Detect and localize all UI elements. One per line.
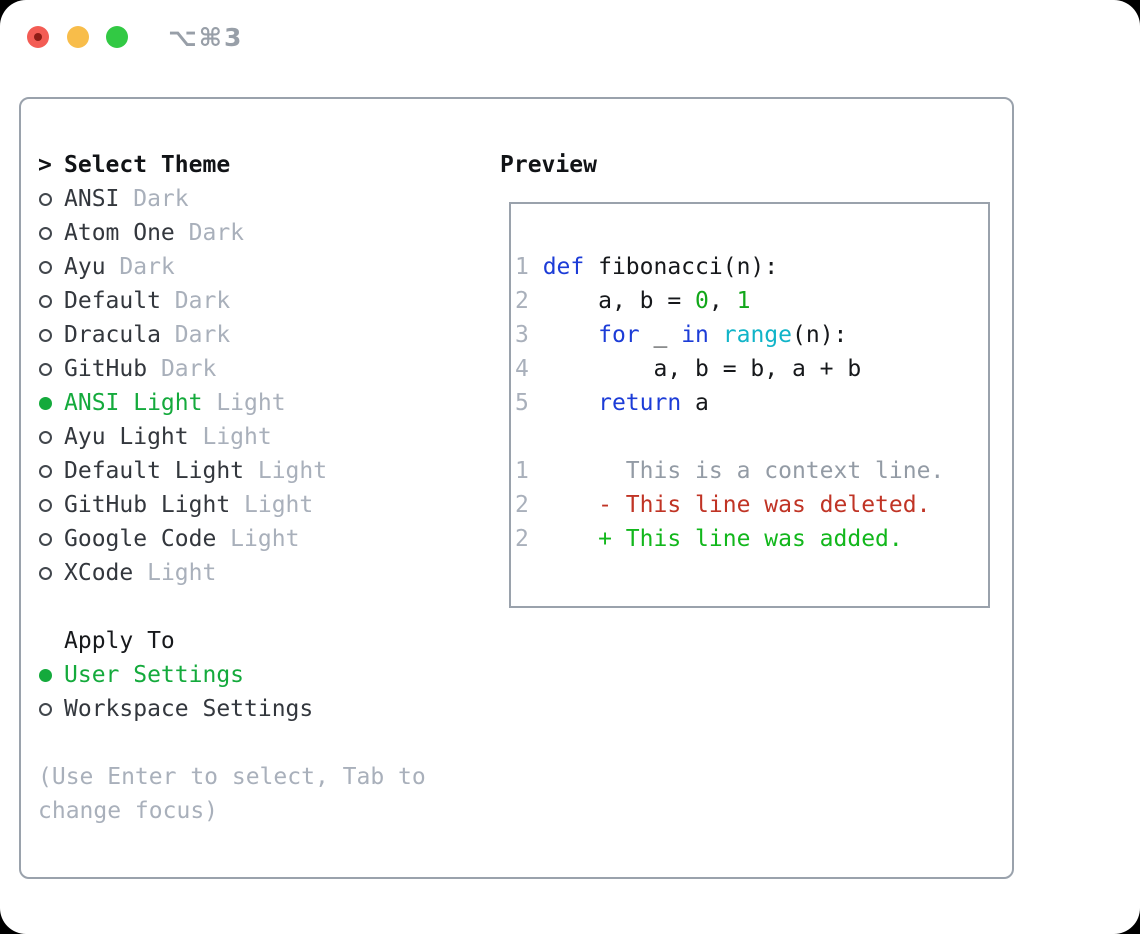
option-label: XCode (64, 560, 134, 586)
theme-option-ansi-light[interactable]: ANSI Light Light (38, 386, 478, 420)
theme-option-ansi[interactable]: ANSI Dark (38, 182, 478, 216)
option-label: GitHub Light (64, 492, 231, 518)
radio-icon (38, 430, 64, 444)
apply-to-header: Apply To (38, 624, 478, 658)
radio-icon (38, 192, 64, 206)
line-number: 1 (515, 458, 543, 484)
radio-selected-icon (38, 396, 64, 410)
radio-icon (38, 464, 64, 478)
radio-icon (38, 702, 64, 716)
focus-chevron-icon: > (38, 152, 52, 178)
title-bar: ⌥⌘3 (0, 0, 1140, 76)
hint-line: change focus) (38, 798, 219, 824)
theme-variant-label: Dark (119, 186, 189, 212)
code-line: 5 return a (515, 390, 709, 416)
code-line: 1 def fibonacci(n): (515, 254, 779, 280)
apply-option-user-settings[interactable]: User Settings (38, 658, 478, 692)
line-number: 2 (515, 288, 543, 314)
radio-icon (38, 328, 64, 342)
theme-option-default[interactable]: Default Dark (38, 284, 478, 318)
option-label: Default (64, 288, 161, 314)
select-theme-title: Select Theme (64, 152, 231, 178)
radio-icon (38, 498, 64, 512)
theme-option-xcode[interactable]: XCode Light (38, 556, 478, 590)
window-title: ⌥⌘3 (168, 23, 244, 52)
theme-variant-label: Light (188, 424, 272, 450)
theme-variant-label: Dark (160, 322, 231, 348)
minimize-button[interactable] (67, 26, 89, 48)
option-label: Ayu Light (64, 424, 189, 450)
spacer (38, 726, 478, 760)
radio-icon (38, 566, 64, 580)
apply-option-workspace-settings[interactable]: Workspace Settings (38, 692, 478, 726)
line-number (515, 424, 543, 450)
theme-option-ayu[interactable]: Ayu Dark (38, 250, 478, 284)
theme-option-github[interactable]: GitHub Dark (38, 352, 478, 386)
theme-variant-label: Dark (174, 220, 245, 246)
radio-icon (38, 532, 64, 546)
code-line: 2 - This line was deleted. (515, 492, 931, 518)
code-line: 3 for _ in range(n): (515, 322, 848, 348)
line-number: 4 (515, 356, 543, 382)
theme-variant-label: Light (133, 560, 217, 586)
select-theme-header: > Select Theme (38, 148, 478, 182)
theme-variant-label: Dark (160, 288, 231, 314)
code-line: 4 a, b = b, a + b (515, 356, 862, 382)
code-line (515, 420, 944, 454)
theme-option-atom-one[interactable]: Atom One Dark (38, 216, 478, 250)
code-preview: 1 def fibonacci(n): 2 a, b = 0, 1 3 for _ … (515, 250, 944, 556)
option-label: Dracula (64, 322, 161, 348)
option-label: ANSI Light (64, 390, 203, 416)
theme-option-default-light[interactable]: Default Light Light (38, 454, 478, 488)
option-label: GitHub (64, 356, 148, 382)
line-number: 2 (515, 526, 543, 552)
line-number: 1 (515, 254, 543, 280)
close-button[interactable] (27, 26, 49, 48)
radio-icon (38, 226, 64, 240)
theme-option-github-light[interactable]: GitHub Light Light (38, 488, 478, 522)
theme-variant-label: Light (230, 492, 314, 518)
zoom-button[interactable] (106, 26, 128, 48)
theme-variant-label: Light (216, 526, 300, 552)
spacer (38, 590, 478, 624)
theme-variant-label: Light (202, 390, 286, 416)
theme-option-ayu-light[interactable]: Ayu Light Light (38, 420, 478, 454)
theme-variant-label: Dark (147, 356, 217, 382)
option-label: Ayu (64, 254, 106, 280)
code-preview-box (509, 202, 990, 608)
option-label: Atom One (64, 220, 175, 246)
radio-selected-icon (38, 668, 64, 682)
radio-icon (38, 362, 64, 376)
preview-title: Preview (500, 152, 597, 178)
theme-variant-label: Dark (105, 254, 175, 280)
hint-line: (Use Enter to select, Tab to (38, 764, 426, 790)
line-number: 5 (515, 390, 543, 416)
option-label: Workspace Settings (64, 696, 314, 722)
code-line: 2 + This line was added. (515, 526, 903, 552)
code-line: 1 This is a context line. (515, 458, 945, 484)
option-label: User Settings (64, 662, 245, 688)
option-label: ANSI (64, 186, 120, 212)
line-number: 3 (515, 322, 543, 348)
theme-variant-label: Light (244, 458, 328, 484)
option-label: Default Light (64, 458, 245, 484)
option-label: Google Code (64, 526, 217, 552)
theme-option-dracula[interactable]: Dracula Dark (38, 318, 478, 352)
line-number: 2 (515, 492, 543, 518)
theme-option-google-code[interactable]: Google Code Light (38, 522, 478, 556)
apply-to-title: Apply To (64, 628, 175, 654)
keyboard-hint: (Use Enter to select, Tab to change focus… (38, 760, 478, 828)
code-line: 2 a, b = 0, 1 (515, 288, 751, 314)
radio-icon (38, 294, 64, 308)
radio-icon (38, 260, 64, 274)
